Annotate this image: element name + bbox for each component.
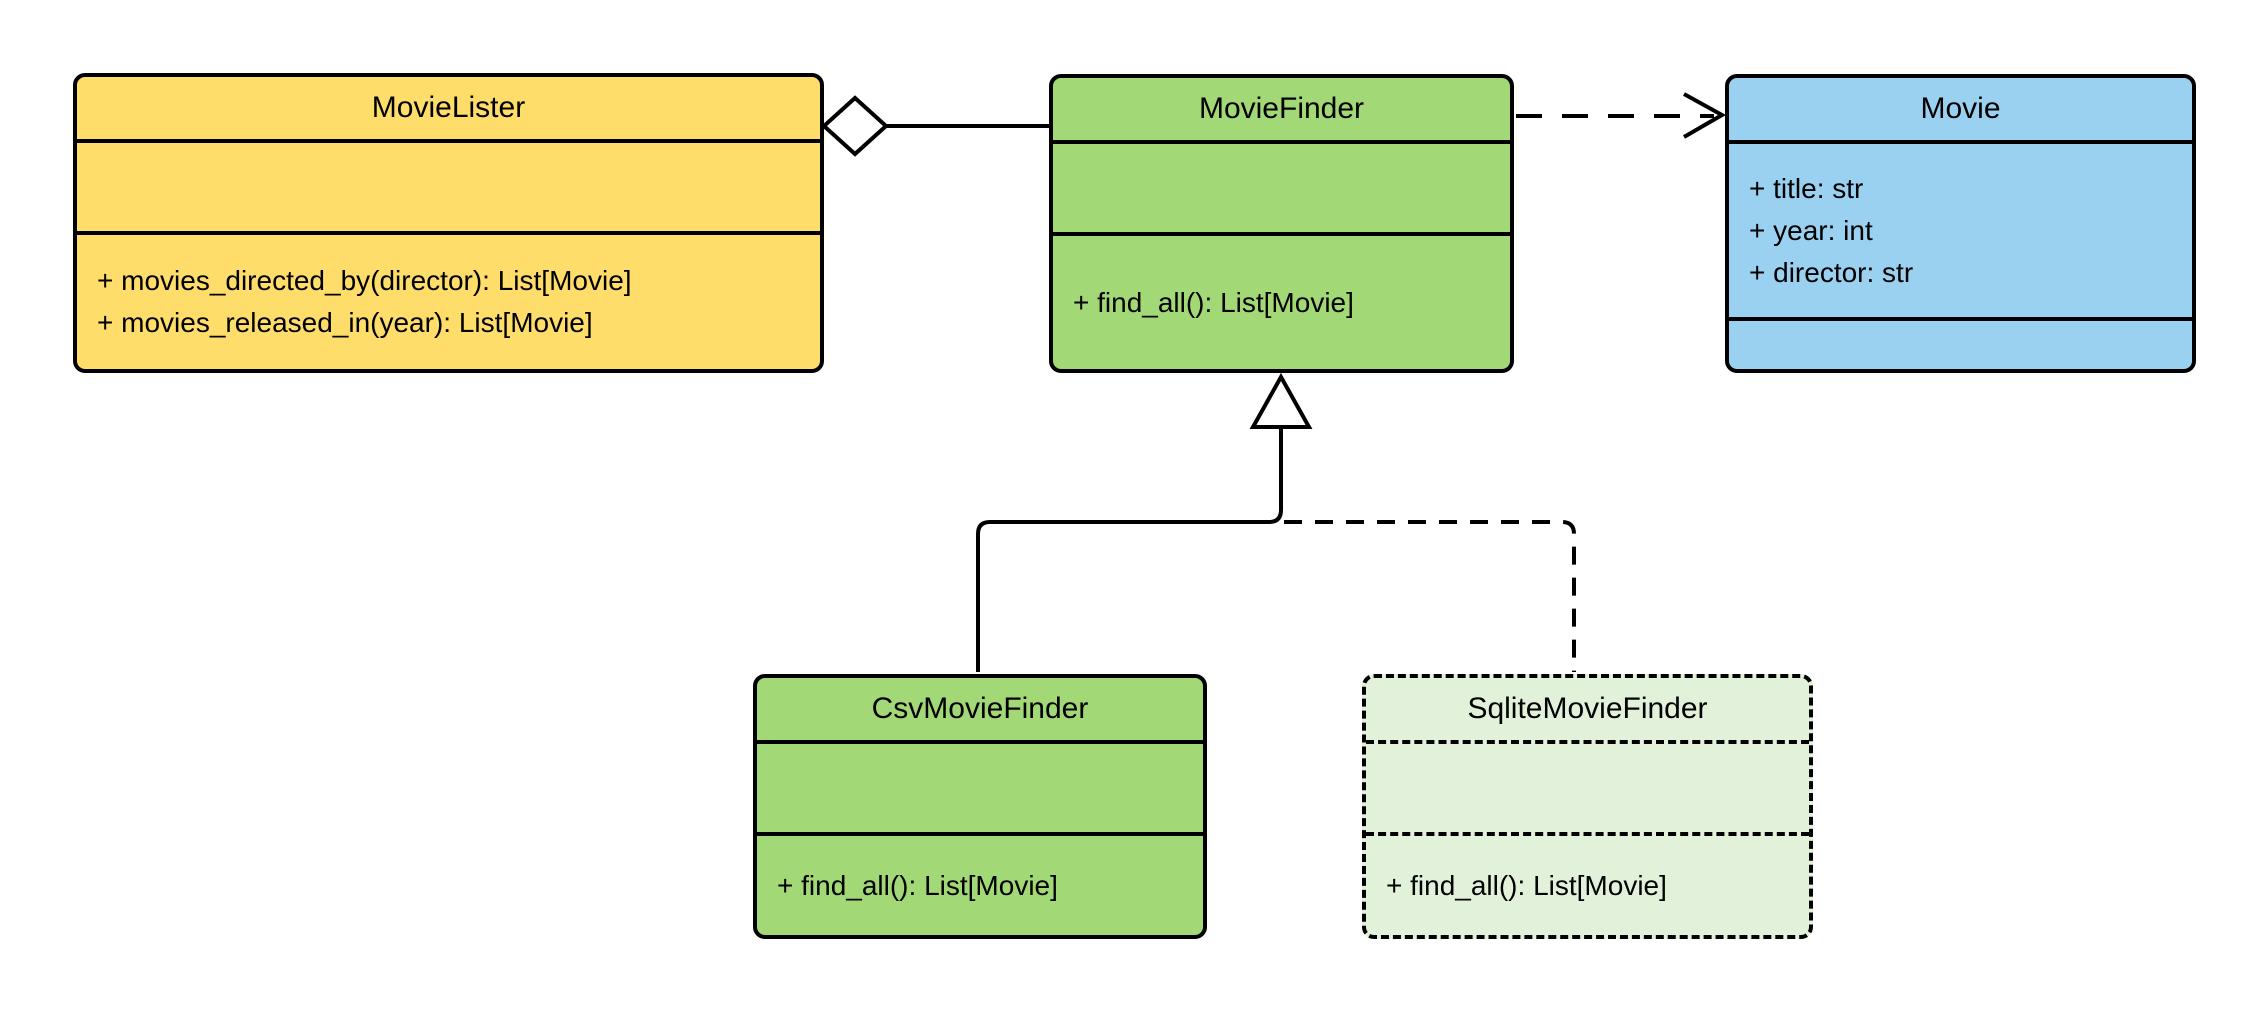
class-box-moviefinder: MovieFinder + find_all(): List[Movie] <box>1049 74 1514 373</box>
aggregation-movielister-moviefinder <box>821 95 1051 157</box>
inheritance-solid-line-csv <box>976 427 1283 672</box>
methods-compartment: + find_all(): List[Movie] <box>1053 236 1510 369</box>
attribute-entry: + title: str <box>1749 172 1864 204</box>
class-title: Movie <box>1729 78 2192 144</box>
inheritance-dashed-line-sqlite <box>1284 520 1576 672</box>
dependency-open-arrow-icon <box>1682 92 1727 139</box>
inheritance-moviefinder-children <box>976 372 1576 672</box>
methods-compartment: + movies_directed_by(director): List[Mov… <box>77 235 820 369</box>
class-title: SqliteMovieFinder <box>1366 678 1809 744</box>
class-title: MovieLister <box>77 77 820 143</box>
attributes-compartment <box>77 143 820 235</box>
attributes-compartment <box>1366 744 1809 836</box>
attributes-compartment <box>1053 144 1510 236</box>
method-entry: + movies_released_in(year): List[Movie] <box>97 307 593 338</box>
inheritance-triangle-icon <box>1249 372 1313 429</box>
methods-compartment: + find_all(): List[Movie] <box>1366 836 1809 935</box>
class-title: CsvMovieFinder <box>757 678 1203 744</box>
class-box-movie: Movie + title: str + year: int + directo… <box>1725 74 2196 373</box>
method-entry: + find_all(): List[Movie] <box>1386 869 1667 901</box>
dependency-moviefinder-movie <box>1516 92 1727 139</box>
methods-compartment: + find_all(): List[Movie] <box>757 836 1203 935</box>
class-box-csvmoviefinder: CsvMovieFinder + find_all(): List[Movie] <box>753 674 1207 939</box>
attribute-entry: + director: str <box>1749 256 1914 288</box>
attribute-entry: + year: int <box>1749 214 1873 246</box>
attributes-compartment: + title: str + year: int + director: str <box>1729 144 2192 321</box>
method-entry: + find_all(): List[Movie] <box>777 869 1058 901</box>
method-entry: + find_all(): List[Movie] <box>1073 286 1354 318</box>
class-box-sqlitemoviefinder: SqliteMovieFinder + find_all(): List[Mov… <box>1362 674 1813 939</box>
class-box-movielister: MovieLister + movies_directed_by(directo… <box>73 73 824 373</box>
attributes-compartment <box>757 744 1203 836</box>
class-title: MovieFinder <box>1053 78 1510 144</box>
methods-compartment <box>1729 321 2192 369</box>
method-entry: + movies_directed_by(director): List[Mov… <box>97 265 632 296</box>
aggregation-diamond-icon <box>821 95 889 157</box>
